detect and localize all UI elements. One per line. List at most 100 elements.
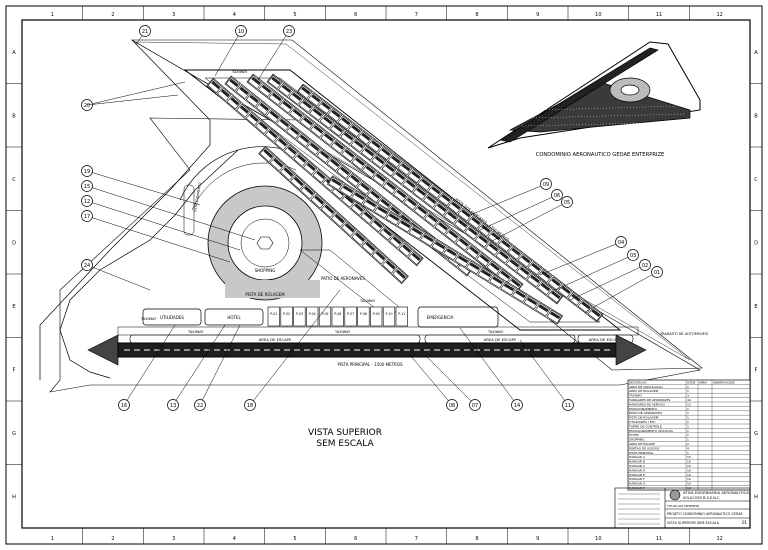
callout-bubble [283, 25, 295, 37]
frame-mark-top: 3 [172, 12, 175, 18]
gate-label: P-02 [283, 312, 290, 316]
perspective-caption: CONDOMINIO AERONAUTICO GEDAE ENTERPRIZE [536, 152, 665, 158]
gate-label: P-09 [373, 312, 380, 316]
project-title: PROJETO CONDOMINIO AERONAUTICO GEDAE [667, 512, 743, 516]
view-title-line1: VISTA SUPERIOR [308, 428, 382, 438]
hangar-door [402, 244, 412, 253]
frame-mark-bottom: 11 [656, 536, 662, 542]
hangar-door [436, 203, 447, 212]
hangar-door [380, 198, 390, 208]
hangar-door [458, 238, 469, 247]
hangar-door [365, 199, 377, 208]
hangar-door [272, 92, 282, 102]
hangar-door [416, 187, 426, 196]
hangar-door [383, 228, 393, 237]
shopping-center-hex [256, 236, 274, 250]
title-label: TITULO DO DESENHO [666, 504, 700, 508]
sheet-number: 01 [742, 520, 748, 525]
legend-cell: 1 [687, 389, 689, 393]
hangar-door [481, 224, 491, 233]
hangar-door [396, 189, 407, 199]
hangar-door [239, 105, 249, 114]
area-escape-far-right-label: AREA DE ESCAPE [589, 337, 622, 342]
hangar-door [461, 209, 471, 218]
hangar-door [468, 227, 478, 236]
hotel-label: HOTEL [227, 315, 241, 320]
callout-number: 03 [630, 253, 636, 259]
hangar-door [312, 108, 323, 117]
hangar-row [296, 83, 604, 323]
hangar-door [448, 230, 459, 239]
hangar-unit [369, 218, 385, 233]
legend-cell: AREA DE ROLAGEM [629, 389, 659, 393]
legend-cell: HANGAR F [629, 477, 645, 481]
hangar-door [343, 132, 354, 141]
hangar-door [421, 178, 431, 187]
hangar-door [365, 165, 376, 174]
hangar-door [313, 125, 324, 134]
legend-frame [627, 379, 751, 491]
hangar-door [571, 293, 581, 302]
frame-mark-right: A [754, 50, 758, 56]
frame-mark-bottom: 8 [475, 536, 478, 542]
gate-label: P-01 [270, 312, 277, 316]
hangar-door [249, 94, 259, 104]
legend-cell: HANGAR D [629, 468, 646, 472]
callout-number: 23 [286, 29, 292, 35]
legend-cell: HANGAR G [629, 482, 646, 486]
legend-cell: 10 [687, 477, 691, 481]
legend-cell: 10 [687, 468, 691, 472]
callout-number: 19 [84, 169, 90, 175]
frame-mark-right: G [754, 431, 758, 437]
gate-box [267, 306, 280, 327]
callout-number: 18 [247, 403, 253, 409]
callout-bubble [244, 399, 256, 411]
hangar-door [446, 248, 457, 257]
leader-line [199, 324, 241, 406]
hangar-door [334, 213, 345, 224]
hangar-door [320, 150, 330, 160]
left-lot-edge [39, 39, 211, 380]
hangar-row [266, 73, 564, 305]
hangar-door [457, 255, 469, 264]
leader-line [539, 241, 622, 276]
hangar-door [334, 141, 345, 150]
callout-number: 09 [543, 182, 549, 188]
hangar-unit [264, 128, 280, 143]
callout-number: 08 [449, 403, 455, 409]
gate-box [357, 306, 370, 327]
frame-mark-bottom: 10 [595, 536, 601, 542]
legend-cell: HANGARES DE SERVICO [629, 402, 666, 406]
callout-bubble [551, 189, 563, 201]
leader-line [86, 94, 179, 106]
hangar-door [283, 167, 294, 177]
frame-mark-bottom: 5 [293, 536, 296, 542]
hangar-door [503, 283, 515, 292]
legend-cell: PISTA PRINCIPAL [629, 451, 654, 455]
frame-mark-right: D [754, 240, 758, 246]
frame-mark-top: 7 [415, 12, 418, 18]
frame-mark-bottom: 3 [172, 536, 175, 542]
callout-bubble [562, 399, 574, 411]
legend-cell: 1 [687, 416, 689, 420]
hangar-door [342, 185, 354, 194]
hangar-door [401, 163, 411, 172]
hangar-door [411, 252, 421, 261]
hangar-unit [379, 226, 394, 241]
hangar-door [251, 76, 261, 86]
hangar-door [230, 97, 240, 106]
taxiway-center-label: TAXIWAY [334, 330, 351, 334]
hangar-door [438, 221, 448, 231]
frame-mark-top: 2 [111, 12, 114, 18]
legend-cell: TAXIWAY [628, 394, 642, 398]
hangar-door [291, 92, 302, 101]
legend-cell: 1 [687, 451, 689, 455]
runway-left-arrow [87, 334, 119, 366]
gate-box [293, 306, 306, 327]
leader-line [86, 81, 186, 106]
gate-box [344, 306, 357, 327]
frame-mark-left: C [12, 177, 16, 183]
hangar-door [541, 270, 551, 279]
